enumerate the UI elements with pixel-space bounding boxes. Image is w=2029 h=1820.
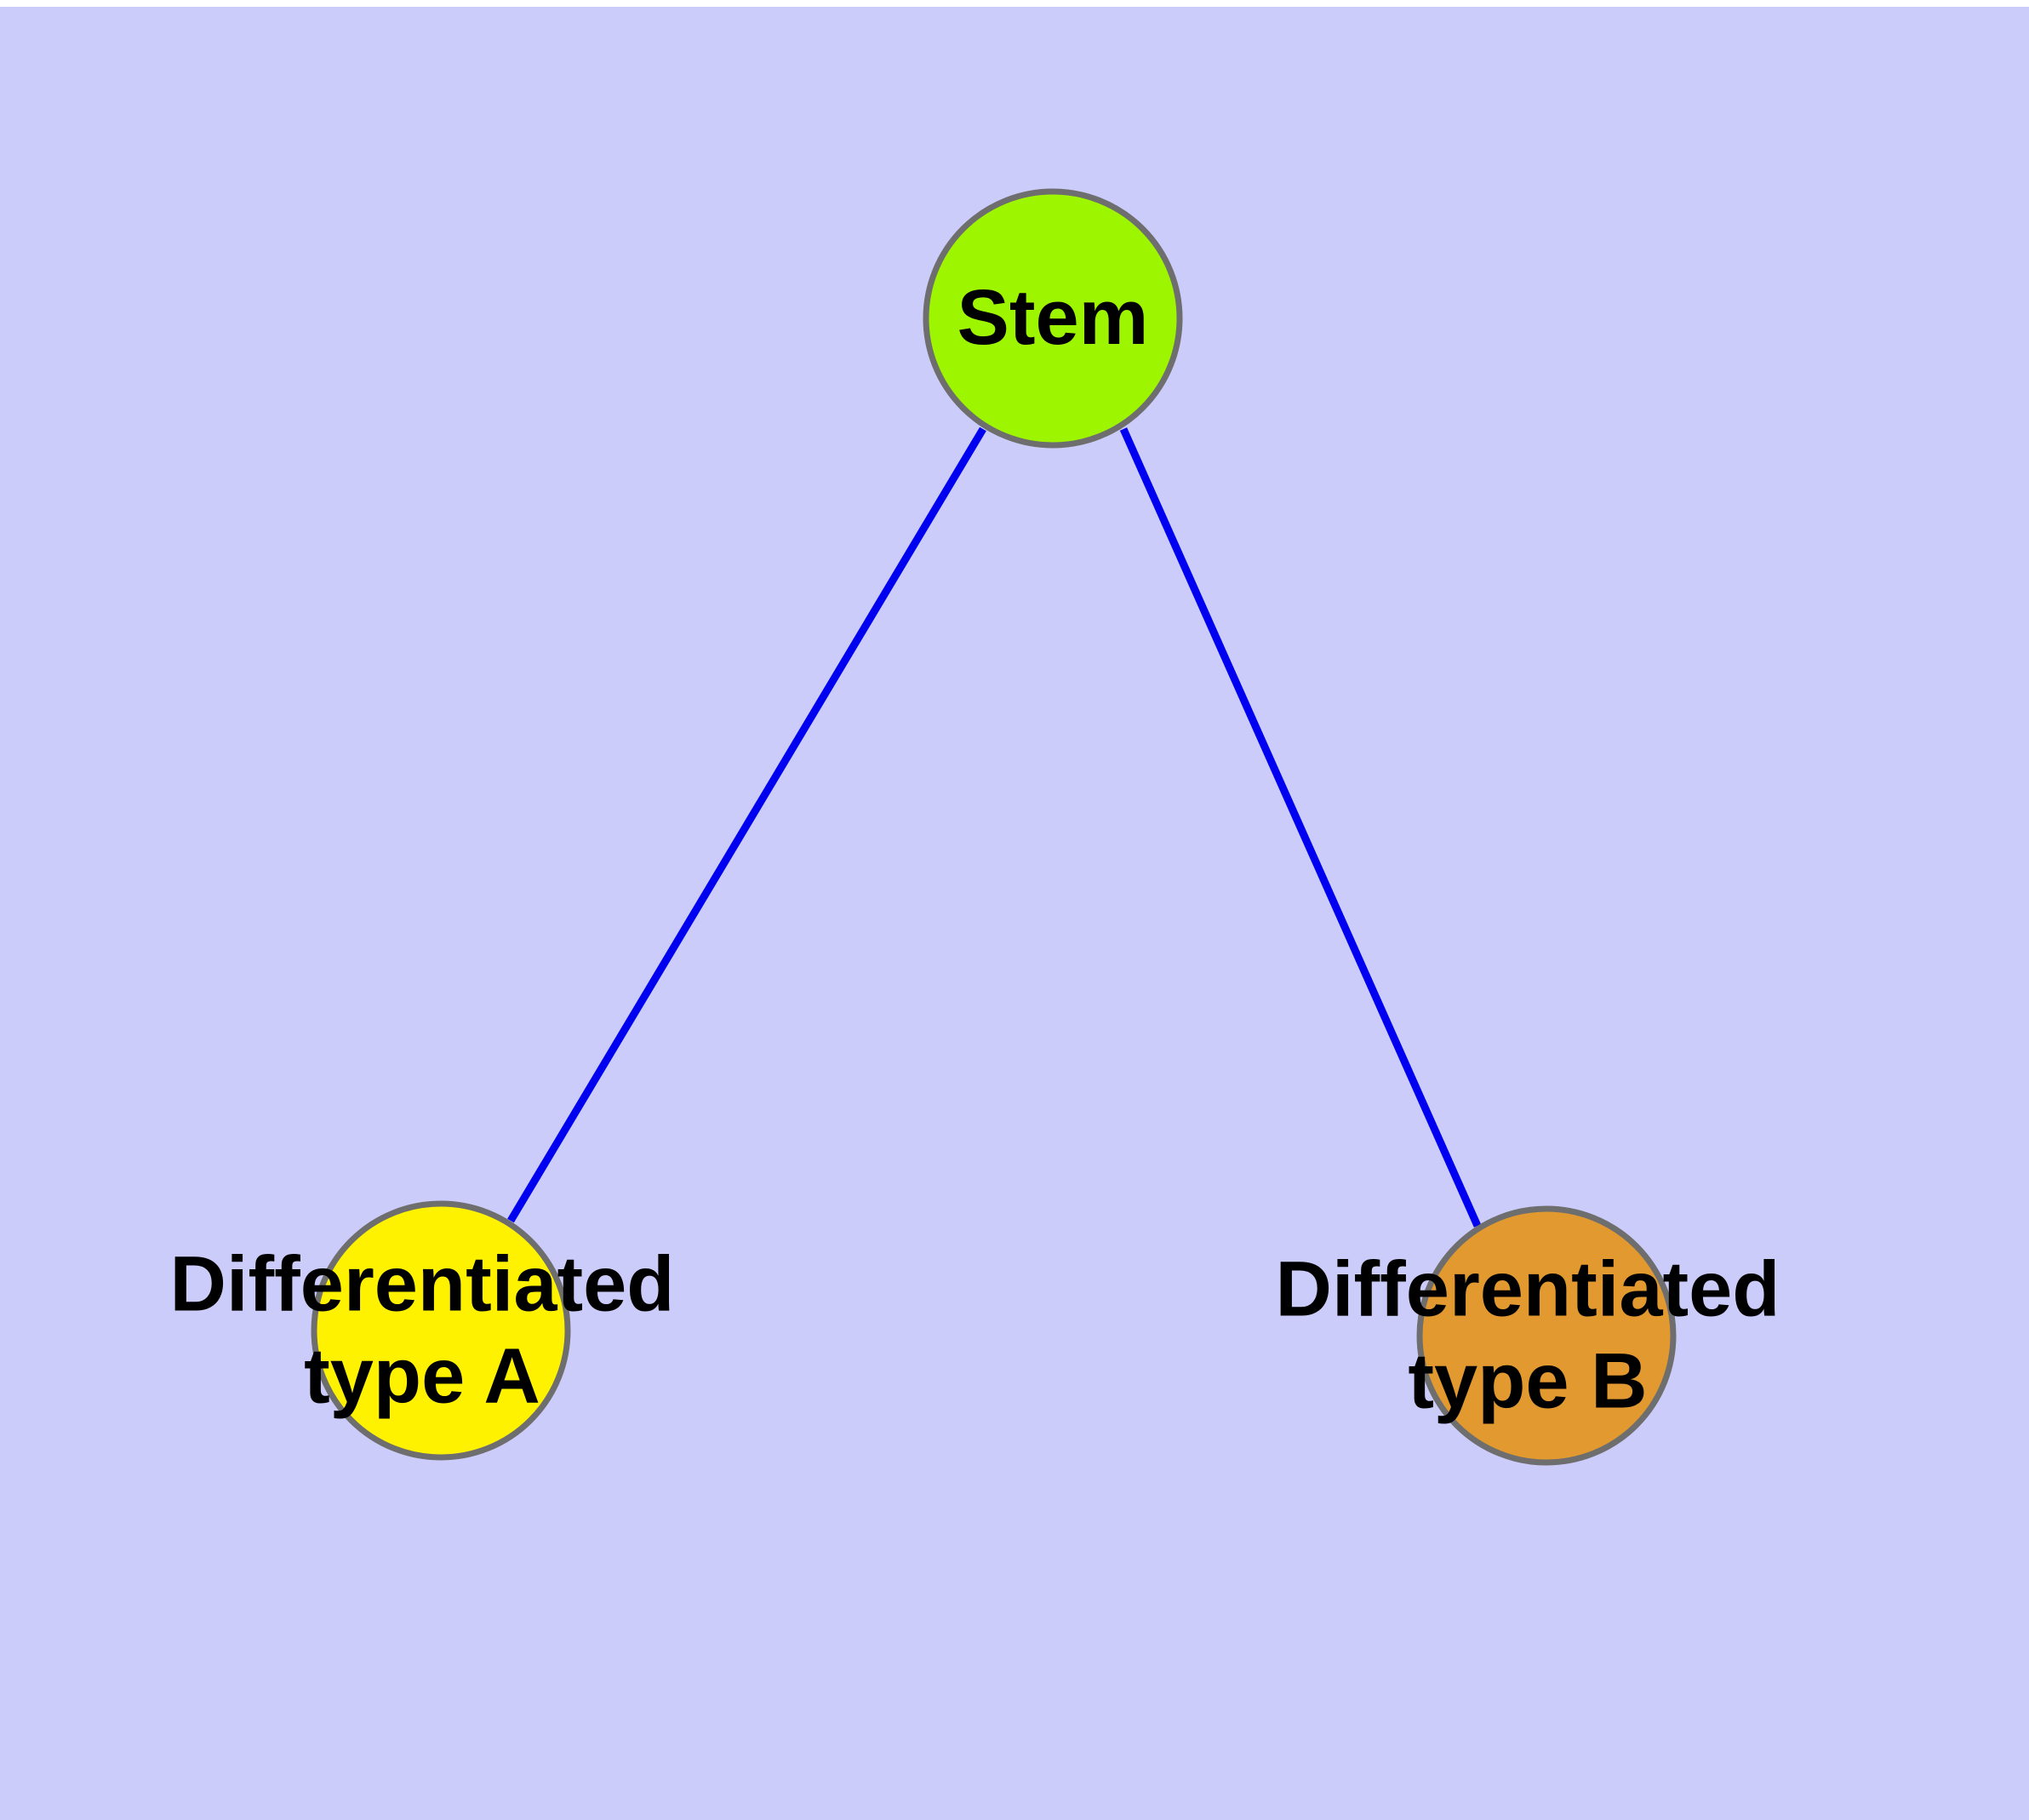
node-differentiated-type-b[interactable] (1416, 1205, 1677, 1466)
node-differentiated-type-a[interactable] (311, 1200, 571, 1461)
node-stem[interactable] (923, 188, 1183, 449)
edge-layer (507, 426, 1482, 1228)
node-layer (311, 188, 1677, 1466)
edge-stem-to-differentiated-type-b (1119, 427, 1482, 1228)
edge-stem-to-differentiated-type-a (507, 426, 986, 1223)
